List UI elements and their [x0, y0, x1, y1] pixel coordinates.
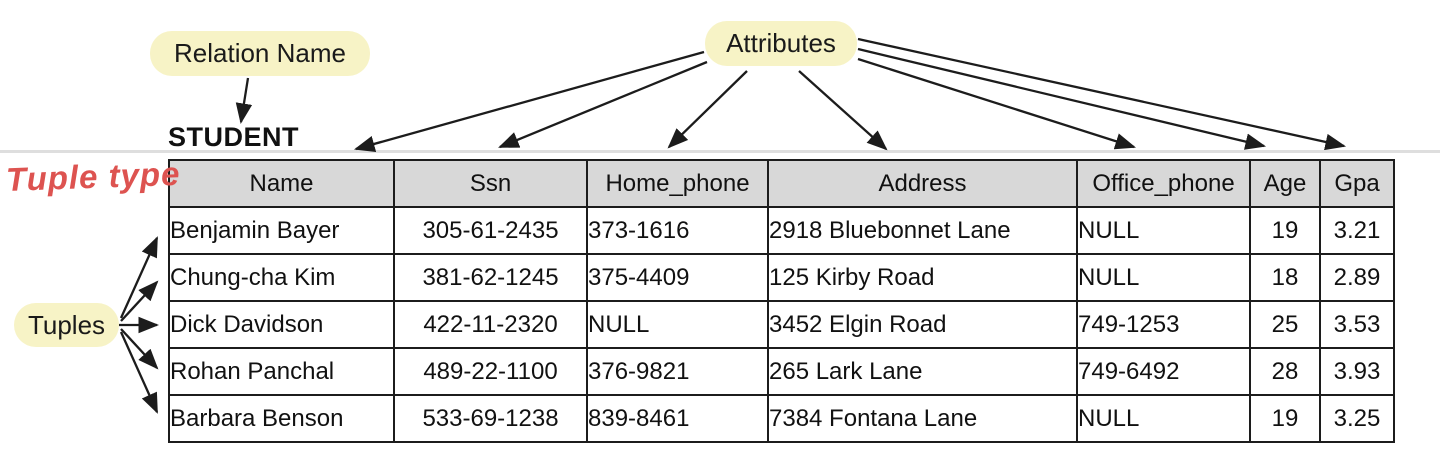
cell-address: 3452 Elgin Road [767, 300, 1078, 349]
cell-gpa: 2.89 [1319, 253, 1395, 302]
column-header-home-phone: Home_phone [586, 159, 769, 208]
column-header-address: Address [767, 159, 1078, 208]
cell-age: 19 [1249, 394, 1321, 443]
tuple-type-annotation: Tuple type [5, 154, 181, 198]
table-row: Dick Davidson 422-11-2320 NULL 3452 Elgi… [168, 300, 1395, 349]
relation-name-arrow [235, 77, 253, 125]
cell-age: 19 [1249, 206, 1321, 255]
cell-address: 265 Lark Lane [767, 347, 1078, 396]
cell-office-phone: 749-1253 [1076, 300, 1251, 349]
cell-office-phone: 749-6492 [1076, 347, 1251, 396]
header-row: Name Ssn Home_phone Address Office_phone… [168, 159, 1395, 208]
column-header-name: Name [168, 159, 395, 208]
cell-address: 2918 Bluebonnet Lane [767, 206, 1078, 255]
relation-name-callout: Relation Name [150, 31, 370, 76]
cell-office-phone: NULL [1076, 206, 1251, 255]
cell-age: 28 [1249, 347, 1321, 396]
column-header-age: Age [1249, 159, 1321, 208]
table-row: Barbara Benson 533-69-1238 839-8461 7384… [168, 394, 1395, 443]
cell-name: Rohan Panchal [168, 347, 395, 396]
cell-ssn: 422-11-2320 [393, 300, 588, 349]
relation-name-callout-label: Relation Name [174, 38, 346, 68]
cell-ssn: 533-69-1238 [393, 394, 588, 443]
cell-office-phone: NULL [1076, 253, 1251, 302]
cell-gpa: 3.25 [1319, 394, 1395, 443]
table-row: Benjamin Bayer 305-61-2435 373-1616 2918… [168, 206, 1395, 255]
cell-ssn: 305-61-2435 [393, 206, 588, 255]
cell-ssn: 489-22-1100 [393, 347, 588, 396]
cell-home-phone: 375-4409 [586, 253, 769, 302]
cell-home-phone: NULL [586, 300, 769, 349]
cell-address: 125 Kirby Road [767, 253, 1078, 302]
attributes-callout: Attributes [705, 21, 857, 66]
tuple-arrows [119, 236, 160, 414]
table-row: Chung-cha Kim 381-62-1245 375-4409 125 K… [168, 253, 1395, 302]
cell-gpa: 3.53 [1319, 300, 1395, 349]
cell-name: Chung-cha Kim [168, 253, 395, 302]
cell-age: 25 [1249, 300, 1321, 349]
tuples-callout-label: Tuples [27, 309, 106, 340]
tuples-callout: Tuples [14, 303, 119, 347]
relation-title: STUDENT [168, 122, 299, 152]
cell-office-phone: NULL [1076, 394, 1251, 443]
column-header-ssn: Ssn [393, 159, 588, 208]
table-row: Rohan Panchal 489-22-1100 376-9821 265 L… [168, 347, 1395, 396]
cell-ssn: 381-62-1245 [393, 253, 588, 302]
student-relation-table: Name Ssn Home_phone Address Office_phone… [168, 159, 1395, 443]
cell-gpa: 3.21 [1319, 206, 1395, 255]
cell-home-phone: 373-1616 [586, 206, 769, 255]
column-header-gpa: Gpa [1319, 159, 1395, 208]
cell-name: Benjamin Bayer [168, 206, 395, 255]
faint-horizontal-rule [0, 150, 1440, 153]
cell-home-phone: 376-9821 [586, 347, 769, 396]
cell-name: Barbara Benson [168, 394, 395, 443]
cell-age: 18 [1249, 253, 1321, 302]
cell-gpa: 3.93 [1319, 347, 1395, 396]
cell-name: Dick Davidson [168, 300, 395, 349]
cell-address: 7384 Fontana Lane [767, 394, 1078, 443]
attributes-callout-label: Attributes [726, 28, 836, 58]
column-header-office-phone: Office_phone [1076, 159, 1251, 208]
cell-home-phone: 839-8461 [586, 394, 769, 443]
